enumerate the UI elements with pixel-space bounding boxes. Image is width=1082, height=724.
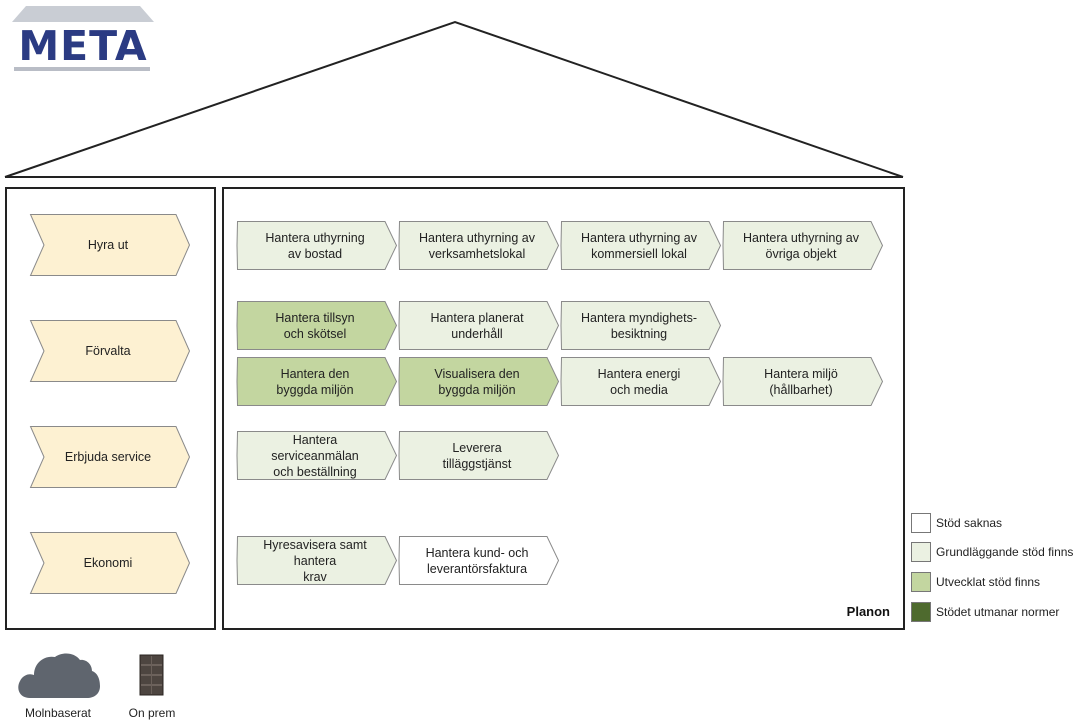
process-step-6-shape xyxy=(398,301,560,350)
process-step-11-shape xyxy=(722,357,884,406)
category-ekonomi: Ekonomi xyxy=(29,532,191,594)
process-step-10-shape xyxy=(560,357,722,406)
process-step-9-shape xyxy=(398,357,560,406)
process-step-11-label: Hantera miljö (hållbarhet) xyxy=(764,366,838,397)
legend-item: Stöd saknas xyxy=(911,512,1002,534)
category-erbjuda-service: Erbjuda service xyxy=(29,426,191,488)
process-step-2-shape xyxy=(398,221,560,270)
process-step-8-label: Hantera den byggda miljön xyxy=(276,366,354,397)
logo-text: META xyxy=(18,22,148,70)
process-step-9-label: Visualisera den byggda miljön xyxy=(434,366,520,397)
process-step-5-label: Hantera tillsyn och skötsel xyxy=(275,310,355,341)
process-step-8-shape xyxy=(236,357,398,406)
process-step-12-shape xyxy=(236,431,398,480)
legend-item: Utvecklat stöd finns xyxy=(911,571,1040,593)
process-step-1-shape xyxy=(236,221,398,270)
process-step-5: Hantera tillsyn och skötsel xyxy=(236,301,398,350)
process-step-9: Visualisera den byggda miljön xyxy=(398,357,560,406)
process-step-6-label: Hantera planerat underhåll xyxy=(430,310,524,341)
legend-swatch xyxy=(911,572,931,592)
process-step-15: Hantera kund- och leverantörsfaktura xyxy=(398,536,560,585)
category-förvalta-label: Förvalta xyxy=(85,344,131,358)
category-förvalta-shape xyxy=(29,320,191,382)
legend-label: Stödet utmanar normer xyxy=(936,605,1060,619)
server-icon xyxy=(139,654,164,696)
process-step-8: Hantera den byggda miljön xyxy=(236,357,398,406)
process-step-14-label: Hyresavisera samt hantera krav xyxy=(263,537,367,584)
category-hyra-ut: Hyra ut xyxy=(29,214,191,276)
process-step-15-shape xyxy=(398,536,560,585)
category-ekonomi-label: Ekonomi xyxy=(83,556,133,570)
process-step-13-label: Leverera tilläggstjänst xyxy=(442,440,512,471)
process-step-7-label: Hantera myndighets- besiktning xyxy=(580,310,698,341)
category-förvalta: Förvalta xyxy=(29,320,191,382)
cloud-label: Molnbaserat xyxy=(24,706,92,720)
category-panel xyxy=(5,187,216,630)
process-panel xyxy=(222,187,905,630)
legend-item: Stödet utmanar normer xyxy=(911,601,1059,623)
platform-label: Planon xyxy=(846,604,890,619)
process-step-7: Hantera myndighets- besiktning xyxy=(560,301,722,350)
process-step-1: Hantera uthyrning av bostad xyxy=(236,221,398,270)
legend-label: Stöd saknas xyxy=(936,516,1003,530)
category-hyra-ut-label: Hyra ut xyxy=(87,238,129,252)
category-ekonomi-shape xyxy=(29,532,191,594)
process-step-4-label: Hantera uthyrning av övriga objekt xyxy=(742,230,860,261)
onprem-label: On prem xyxy=(128,706,176,720)
process-step-5-shape xyxy=(236,301,398,350)
category-hyra-ut-shape xyxy=(29,214,191,276)
process-step-14-shape xyxy=(236,536,398,585)
meta-logo: META xyxy=(12,4,154,72)
process-step-2-label: Hantera uthyrning av verksamhetslokal xyxy=(418,230,536,261)
legend-item: Grundläggande stöd finns xyxy=(911,541,1073,563)
process-step-13-shape xyxy=(398,431,560,480)
process-step-2: Hantera uthyrning av verksamhetslokal xyxy=(398,221,560,270)
legend-swatch xyxy=(911,513,931,533)
process-step-7-shape xyxy=(560,301,722,350)
process-step-14: Hyresavisera samt hantera krav xyxy=(236,536,398,585)
house-roof-outline xyxy=(4,20,904,178)
process-step-1-label: Hantera uthyrning av bostad xyxy=(265,230,365,261)
legend-swatch xyxy=(911,542,931,562)
process-step-4: Hantera uthyrning av övriga objekt xyxy=(722,221,884,270)
process-step-3-label: Hantera uthyrning av kommersiell lokal xyxy=(580,230,698,261)
category-erbjuda-service-label: Erbjuda service xyxy=(64,450,152,464)
process-step-3-shape xyxy=(560,221,722,270)
process-step-15-label: Hantera kund- och leverantörsfaktura xyxy=(425,545,529,576)
process-step-12: Hantera serviceanmälan och beställning xyxy=(236,431,398,480)
process-step-3: Hantera uthyrning av kommersiell lokal xyxy=(560,221,722,270)
legend-label: Utvecklat stöd finns xyxy=(936,575,1041,589)
process-step-10: Hantera energi och media xyxy=(560,357,722,406)
legend-swatch xyxy=(911,602,931,622)
process-step-10-label: Hantera energi och media xyxy=(597,366,681,397)
process-step-11: Hantera miljö (hållbarhet) xyxy=(722,357,884,406)
cloud-icon xyxy=(18,653,100,698)
process-step-12-label: Hantera serviceanmälan och beställning xyxy=(271,432,359,479)
category-erbjuda-service-shape xyxy=(29,426,191,488)
process-step-13: Leverera tilläggstjänst xyxy=(398,431,560,480)
legend-label: Grundläggande stöd finns xyxy=(936,545,1074,559)
process-step-6: Hantera planerat underhåll xyxy=(398,301,560,350)
process-step-4-shape xyxy=(722,221,884,270)
